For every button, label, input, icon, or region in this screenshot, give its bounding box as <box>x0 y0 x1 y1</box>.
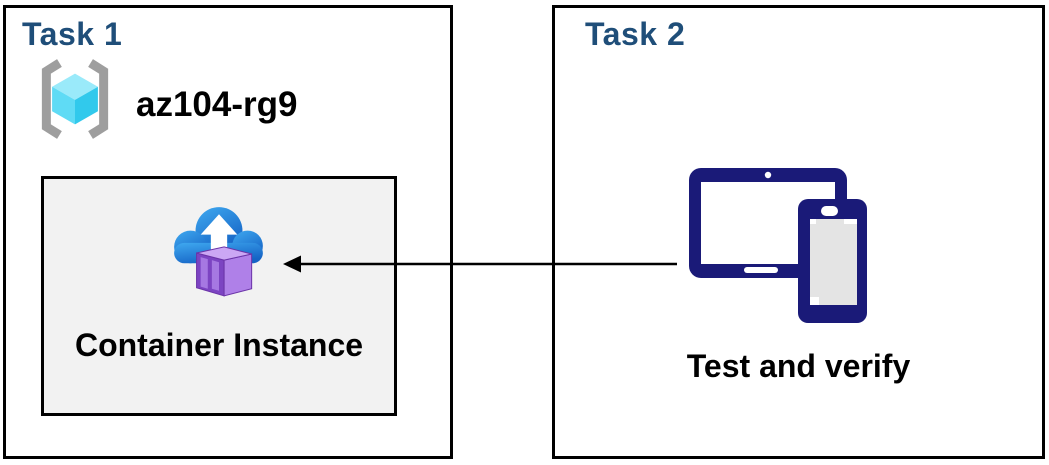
upload-arrow-icon <box>200 214 238 261</box>
resource-group-icon <box>30 58 120 145</box>
tablet-camera-dot <box>764 171 772 179</box>
container-instance-label: Container Instance <box>74 327 364 363</box>
task1-title: Task 1 <box>22 16 123 52</box>
container-box-shape <box>196 246 253 297</box>
resource-group-row: az104-rg9 <box>30 58 297 145</box>
task2-panel: Task 2 Test and verify <box>552 5 1045 459</box>
phone-shape <box>798 199 867 323</box>
task2-title: Task 2 <box>585 16 686 52</box>
phone-earpiece <box>821 206 838 216</box>
devices-icon <box>688 166 868 329</box>
container-instance-card: Container Instance <box>41 176 397 416</box>
container-instance-icon <box>173 201 265 308</box>
task1-panel: Task 1 az104-rg9 <box>3 5 453 459</box>
resource-group-name: az104-rg9 <box>136 84 298 124</box>
tablet-home-button <box>744 267 778 273</box>
devices-label: Test and verify <box>686 348 911 384</box>
